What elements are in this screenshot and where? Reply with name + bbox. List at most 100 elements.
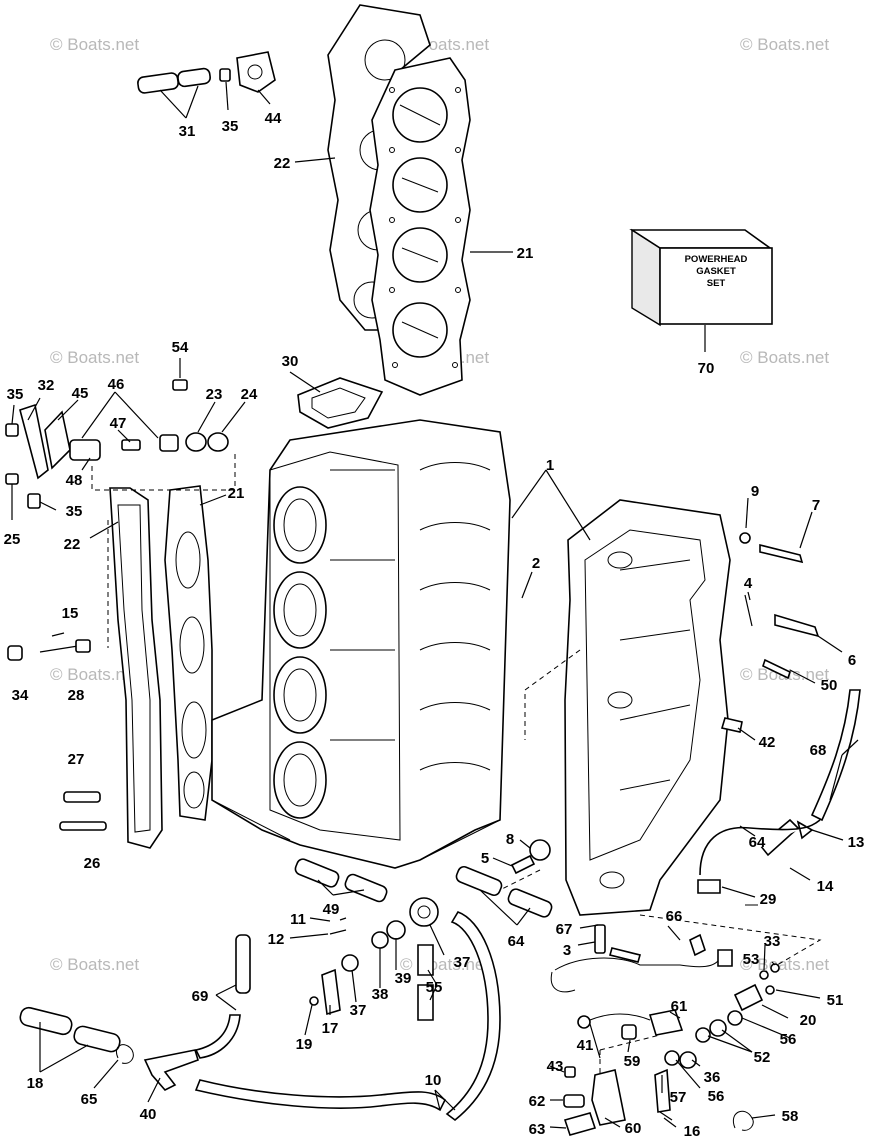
kit-label-line: GASKET bbox=[696, 266, 736, 277]
callout-56: 56 bbox=[780, 1031, 797, 1048]
callout-61: 61 bbox=[671, 998, 688, 1015]
callout-47: 47 bbox=[110, 415, 127, 432]
callout-34: 34 bbox=[12, 687, 29, 704]
part-31-hoses bbox=[137, 67, 211, 94]
part-35-fitting bbox=[219, 68, 231, 82]
watermark: © Boats.net bbox=[740, 35, 829, 54]
callout-23: 23 bbox=[206, 386, 223, 403]
callout-21: 21 bbox=[228, 485, 245, 502]
callout-60: 60 bbox=[625, 1120, 642, 1137]
part-44-cover bbox=[236, 51, 276, 93]
callout-67: 67 bbox=[556, 921, 573, 938]
left-small-parts bbox=[5, 379, 236, 831]
callout-29: 29 bbox=[760, 891, 777, 908]
callout-63: 63 bbox=[529, 1121, 546, 1138]
callout-25: 25 bbox=[4, 531, 21, 548]
callout-26: 26 bbox=[84, 855, 101, 872]
callout-15: 15 bbox=[62, 605, 79, 622]
callout-69: 69 bbox=[192, 988, 209, 1005]
callout-64: 64 bbox=[508, 933, 525, 950]
callout-6: 6 bbox=[848, 652, 856, 669]
callout-3: 3 bbox=[563, 942, 571, 959]
callout-45: 45 bbox=[72, 385, 89, 402]
kit-label-line: SET bbox=[707, 278, 726, 289]
assembly-dash-line bbox=[499, 649, 581, 891]
callout-42: 42 bbox=[759, 734, 776, 751]
callout-2: 2 bbox=[532, 555, 540, 572]
callout-20: 20 bbox=[800, 1012, 817, 1029]
callout-12: 12 bbox=[268, 931, 285, 948]
callout-46: 46 bbox=[108, 376, 125, 393]
callout-58: 58 bbox=[782, 1108, 799, 1125]
callout-10: 10 bbox=[425, 1072, 442, 1089]
callout-30: 30 bbox=[282, 353, 299, 370]
callout-32: 32 bbox=[38, 377, 55, 394]
watermark: © Boats.net bbox=[50, 348, 139, 367]
callout-8: 8 bbox=[506, 831, 514, 848]
callout-35: 35 bbox=[222, 118, 239, 135]
callout-43: 43 bbox=[547, 1058, 564, 1075]
callout-21: 21 bbox=[517, 245, 534, 262]
callout-14: 14 bbox=[817, 878, 834, 895]
callout-9: 9 bbox=[751, 483, 759, 500]
callout-56: 56 bbox=[708, 1088, 725, 1105]
callout-18: 18 bbox=[27, 1075, 44, 1092]
callout-labels: 31 35 44 22 21 70 30 54 35 32 45 46 23 2… bbox=[4, 110, 865, 1140]
watermark: © Boats.net bbox=[740, 955, 829, 974]
callout-27: 27 bbox=[68, 751, 85, 768]
callout-13: 13 bbox=[848, 834, 865, 851]
callout-38: 38 bbox=[372, 986, 389, 1003]
gasket-bores bbox=[392, 87, 448, 358]
callout-16: 16 bbox=[684, 1123, 701, 1140]
callout-49: 49 bbox=[323, 901, 340, 918]
callout-55: 55 bbox=[426, 979, 443, 996]
callout-19: 19 bbox=[296, 1036, 313, 1053]
callout-37: 37 bbox=[350, 1002, 367, 1019]
callout-36: 36 bbox=[704, 1069, 721, 1086]
callout-54: 54 bbox=[172, 339, 189, 356]
callout-24: 24 bbox=[241, 386, 258, 403]
callout-68: 68 bbox=[810, 742, 827, 759]
callout-28: 28 bbox=[68, 687, 85, 704]
callout-57: 57 bbox=[670, 1089, 687, 1106]
callout-31: 31 bbox=[179, 123, 196, 140]
callout-64: 64 bbox=[749, 834, 766, 851]
leader-lines bbox=[11, 81, 859, 1129]
gasket-set-box: POWERHEAD GASKET SET bbox=[629, 228, 773, 327]
callout-5: 5 bbox=[481, 850, 489, 867]
bottom-left-hoses bbox=[19, 934, 447, 1112]
watermark: © Boats.net bbox=[400, 955, 489, 974]
callout-48: 48 bbox=[66, 472, 83, 489]
callout-50: 50 bbox=[821, 677, 838, 694]
callout-17: 17 bbox=[322, 1020, 339, 1037]
callout-70: 70 bbox=[698, 360, 715, 377]
watermark: © Boats.net bbox=[50, 955, 139, 974]
exhaust-cover-side-assembly bbox=[109, 485, 213, 849]
watermark: © Boats.net bbox=[740, 348, 829, 367]
callout-52: 52 bbox=[754, 1049, 771, 1066]
cylinder-head-gasket-front bbox=[369, 57, 471, 396]
watermark: © Boats.net bbox=[50, 35, 139, 54]
kit-label-line: POWERHEAD bbox=[685, 254, 748, 265]
callout-44: 44 bbox=[265, 110, 282, 127]
center-low-parts bbox=[294, 839, 641, 1136]
part-30-gasket bbox=[297, 377, 384, 429]
cylinder-block bbox=[211, 419, 511, 869]
callout-7: 7 bbox=[812, 497, 820, 514]
callout-35: 35 bbox=[66, 503, 83, 520]
callout-65: 65 bbox=[81, 1091, 98, 1108]
callout-35: 35 bbox=[7, 386, 24, 403]
callout-1: 1 bbox=[546, 457, 554, 474]
callout-59: 59 bbox=[624, 1053, 641, 1070]
callout-53: 53 bbox=[743, 951, 760, 968]
callout-4: 4 bbox=[744, 575, 753, 592]
callout-22: 22 bbox=[274, 155, 291, 172]
callout-66: 66 bbox=[666, 908, 683, 925]
callout-22: 22 bbox=[64, 536, 81, 553]
callout-39: 39 bbox=[395, 970, 412, 987]
crankcase-half bbox=[564, 499, 731, 916]
callout-41: 41 bbox=[577, 1037, 594, 1054]
callout-40: 40 bbox=[140, 1106, 157, 1123]
callout-62: 62 bbox=[529, 1093, 546, 1110]
